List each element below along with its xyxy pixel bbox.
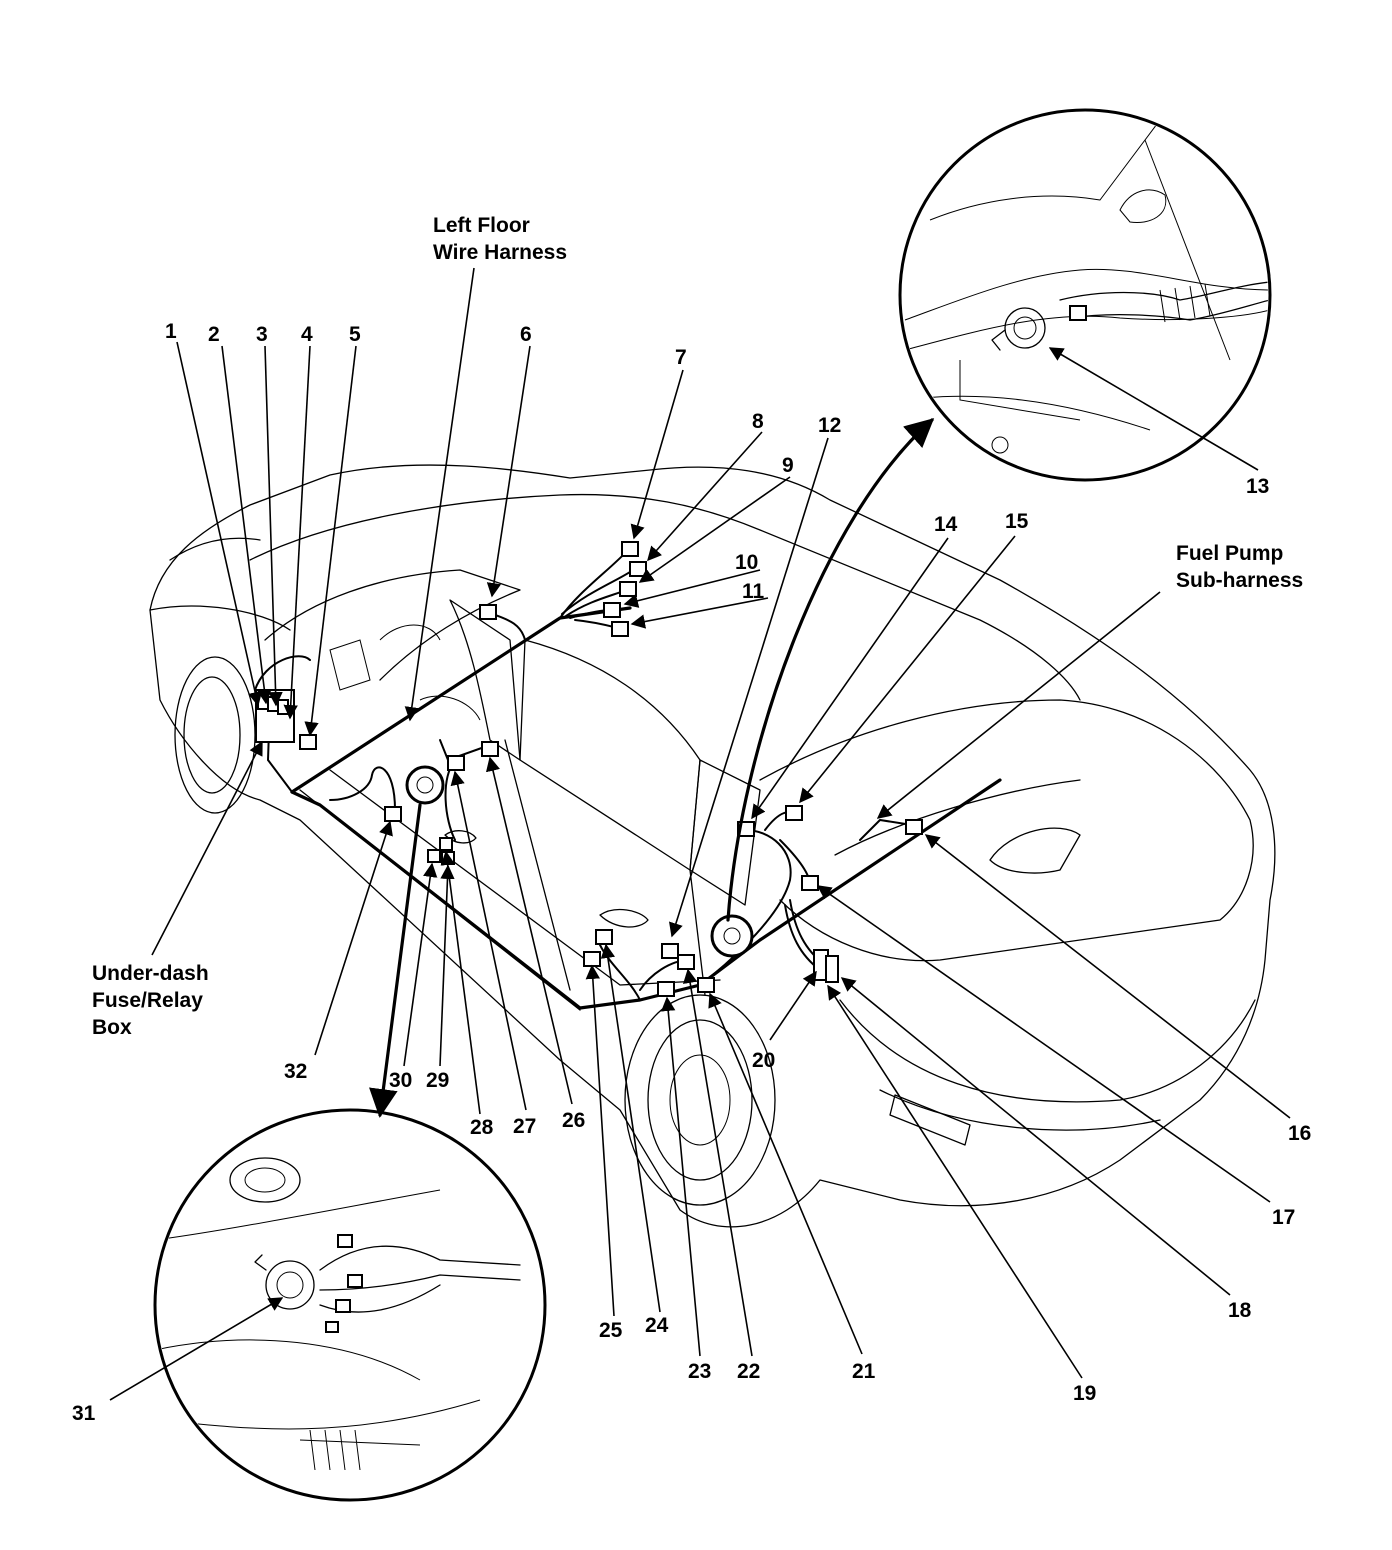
callout-23: 23 bbox=[688, 1360, 711, 1383]
connector-23 bbox=[657, 981, 675, 997]
callout-4: 4 bbox=[301, 323, 313, 346]
left-floor-label-line2: Wire Harness bbox=[433, 241, 567, 264]
callout-16: 16 bbox=[1288, 1122, 1311, 1145]
connector-10 bbox=[603, 602, 621, 618]
callout-22: 22 bbox=[737, 1360, 760, 1383]
connector-12 bbox=[661, 943, 679, 959]
callout-12: 12 bbox=[818, 414, 841, 437]
connector-11 bbox=[611, 621, 629, 637]
connector-15 bbox=[785, 805, 803, 821]
callout-2: 2 bbox=[208, 323, 220, 346]
connector-8 bbox=[629, 561, 647, 577]
connector-30 bbox=[427, 849, 441, 863]
left-floor-wire-harness bbox=[254, 547, 1002, 1010]
leader-lines bbox=[109, 267, 1291, 1401]
callout-25: 25 bbox=[599, 1319, 623, 1342]
connector-7 bbox=[621, 541, 639, 557]
callout-9: 9 bbox=[782, 454, 794, 477]
callout-7: 7 bbox=[675, 346, 687, 369]
callout-30: 30 bbox=[389, 1069, 412, 1092]
callout-10: 10 bbox=[735, 551, 758, 574]
connector-25 bbox=[583, 951, 601, 967]
grommets bbox=[405, 765, 754, 958]
callout-31: 31 bbox=[72, 1402, 96, 1425]
connector-32 bbox=[384, 806, 402, 822]
connector-22 bbox=[677, 954, 695, 970]
underdash-label-line1: Under-dash bbox=[92, 962, 209, 985]
callout-26: 26 bbox=[562, 1109, 585, 1132]
callout-20: 20 bbox=[752, 1049, 775, 1072]
connector-21 bbox=[697, 977, 715, 993]
fuel-pump-label-line2: Sub-harness bbox=[1176, 569, 1303, 592]
callout-14: 14 bbox=[934, 513, 958, 536]
callout-5: 5 bbox=[349, 323, 361, 346]
connector-26 bbox=[481, 741, 499, 757]
callout-29: 29 bbox=[426, 1069, 449, 1092]
callout-6: 6 bbox=[520, 323, 532, 346]
callout-15: 15 bbox=[1005, 510, 1029, 533]
callout-11: 11 bbox=[742, 580, 765, 603]
connector-24 bbox=[595, 929, 613, 945]
callout-28: 28 bbox=[470, 1116, 494, 1139]
connector-17 bbox=[801, 875, 819, 891]
detail-view-13 bbox=[898, 108, 1272, 482]
callout-labels: Left Floor Wire Harness Fuel Pump Sub-ha… bbox=[72, 214, 1311, 1425]
callout-3: 3 bbox=[256, 323, 268, 346]
connector-9 bbox=[619, 581, 637, 597]
fuel-pump-label-line1: Fuel Pump bbox=[1176, 542, 1283, 565]
connector-28 bbox=[439, 837, 453, 851]
car-body-outline bbox=[149, 464, 1276, 1228]
connectors bbox=[299, 541, 923, 997]
underdash-label-line3: Box bbox=[92, 1016, 132, 1039]
callout-19: 19 bbox=[1073, 1382, 1096, 1405]
callout-17: 17 bbox=[1272, 1206, 1295, 1229]
underdash-label-line2: Fuse/Relay bbox=[92, 989, 203, 1012]
detail-arrows bbox=[369, 418, 935, 1118]
connector-16 bbox=[905, 819, 923, 835]
connector-19 bbox=[825, 955, 839, 983]
connector-27 bbox=[447, 755, 465, 771]
callout-1: 1 bbox=[165, 320, 177, 343]
connector-6 bbox=[479, 604, 497, 620]
callout-24: 24 bbox=[645, 1314, 669, 1337]
left-floor-label-line1: Left Floor bbox=[433, 214, 530, 237]
callout-13: 13 bbox=[1246, 475, 1269, 498]
connector-5 bbox=[299, 734, 317, 750]
callout-8: 8 bbox=[752, 410, 764, 433]
callout-21: 21 bbox=[852, 1360, 876, 1383]
callout-32: 32 bbox=[284, 1060, 307, 1083]
callout-27: 27 bbox=[513, 1115, 536, 1138]
callout-18: 18 bbox=[1228, 1299, 1252, 1322]
detail-view-31 bbox=[153, 1108, 547, 1502]
